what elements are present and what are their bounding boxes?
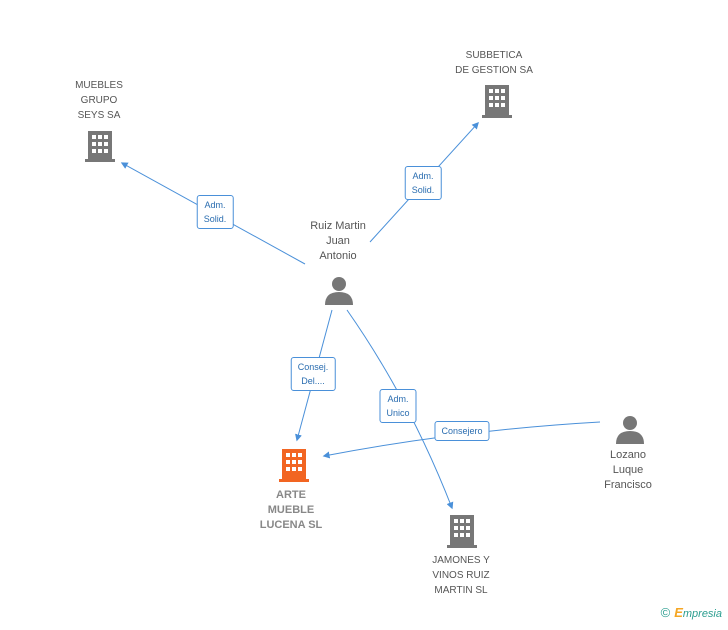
node-label-muebles: MUEBLES GRUPO SEYS SA: [75, 80, 123, 121]
edge-label-ruiz-arte: Consej. Del....: [290, 357, 336, 391]
copyright-icon: ©: [660, 605, 671, 620]
edge-label-ruiz-muebles: Adm. Solid.: [196, 195, 234, 229]
building-icon[interactable]: [84, 130, 116, 167]
building-icon[interactable]: [278, 448, 310, 487]
edge-label-lozano-arte: Consejero: [434, 421, 490, 441]
node-label-arte: ARTE MUEBLE LUCENA SL: [259, 489, 323, 531]
node-label-subbetica: SUBBETICA DE GESTION SA: [455, 50, 533, 76]
edge-label-ruiz-jamones: Adm. Unico: [379, 389, 417, 423]
node-label-lozano: Lozano Luque Francisco: [604, 449, 652, 491]
node-label-ruiz: Ruiz Martin Juan Antonio: [310, 220, 366, 262]
building-icon[interactable]: [446, 514, 478, 553]
person-icon[interactable]: [615, 414, 645, 449]
edge-label-ruiz-subbetica: Adm. Solid.: [404, 166, 442, 200]
building-icon[interactable]: [481, 84, 513, 123]
brand-logo: ©Empresia: [661, 605, 722, 620]
brand-initial: E: [674, 605, 683, 620]
brand-name: mpresia: [682, 608, 722, 620]
person-icon[interactable]: [324, 275, 354, 310]
node-label-jamones: JAMONES Y VINOS RUIZ MARTIN SL: [432, 555, 490, 596]
